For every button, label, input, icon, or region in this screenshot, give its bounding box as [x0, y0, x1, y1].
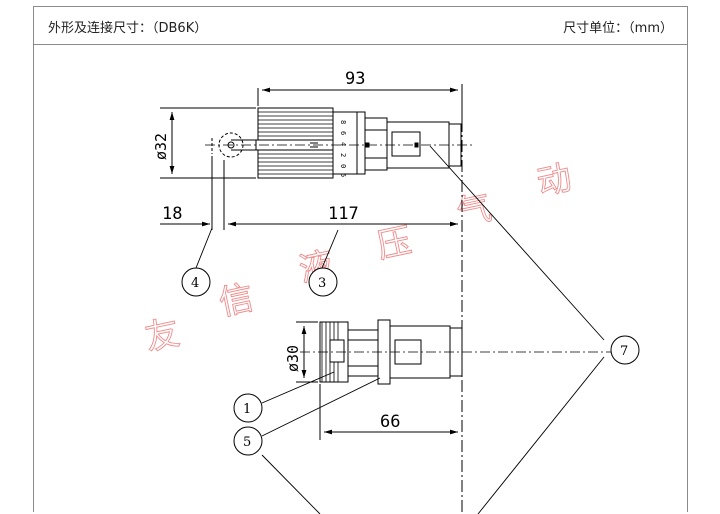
scale-mark: 5 — [339, 173, 347, 177]
lower-view — [296, 319, 612, 440]
callout-label: 5 — [243, 435, 251, 450]
dim-length-93: 93 — [345, 69, 365, 89]
units-label: 尺寸单位：（mm） — [563, 21, 673, 36]
callout-label: 1 — [243, 402, 251, 417]
callout-label: 7 — [620, 344, 628, 359]
scale-mark: 4 — [339, 142, 347, 146]
watermark-char-5: 气 — [454, 188, 496, 234]
scale-mark: 2 — [339, 153, 347, 157]
scale-mark: 0 — [339, 164, 347, 168]
dim-length-117: 117 — [328, 204, 359, 224]
callout-label: 3 — [318, 276, 326, 291]
dim-diameter-32: ø32 — [152, 133, 170, 160]
scale-mark: 6 — [339, 131, 347, 135]
watermark: 友 信 液 压 气 动 — [141, 157, 576, 359]
watermark-char-6: 动 — [534, 158, 576, 204]
watermark-char-2: 信 — [216, 278, 258, 324]
header-bar: 外形及连接尺寸：（DB6K） 尺寸单位：（mm） — [34, 7, 687, 45]
callout-label: 4 — [191, 276, 199, 291]
leader-lines — [195, 145, 605, 514]
callout-3: 3 — [308, 267, 338, 297]
callout-4: 4 — [181, 267, 211, 297]
callout-5: 5 — [233, 426, 263, 456]
callout-1: 1 — [233, 393, 263, 423]
drawing-title: 外形及连接尺寸：（DB6K） — [48, 21, 208, 36]
dim-length-66: 66 — [380, 412, 400, 432]
dim-offset-18: 18 — [162, 204, 182, 224]
watermark-char-4: 压 — [374, 221, 416, 267]
scale-marks: 8 6 4 2 0 5 — [339, 120, 347, 177]
watermark-char-1: 友 — [142, 313, 184, 359]
dim-diameter-30: ø30 — [284, 345, 302, 372]
drawing-frame: 外形及连接尺寸：（DB6K） 尺寸单位：（mm） — [33, 6, 688, 512]
scale-mark: 8 — [339, 120, 347, 124]
top-view — [160, 84, 475, 514]
callout-7: 7 — [610, 335, 640, 365]
